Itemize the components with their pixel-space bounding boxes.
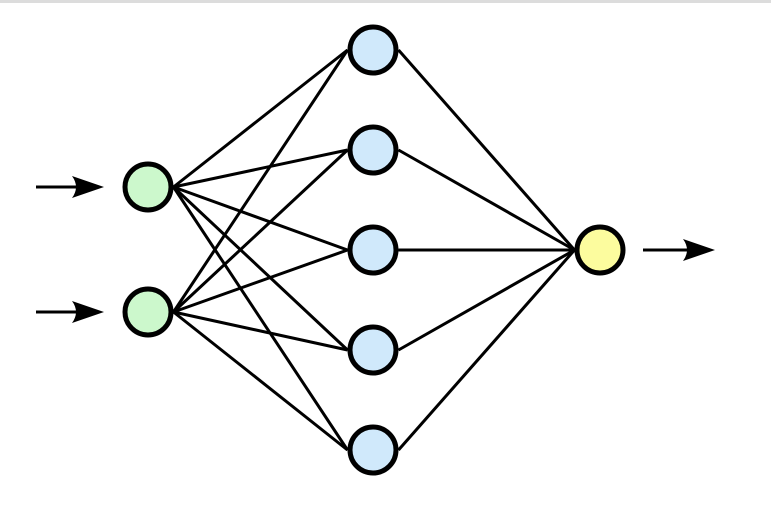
edge-hidden-5-to-output-1 [397, 249, 576, 451]
input-arrow-2-head-icon [72, 301, 104, 323]
edge-input-1-to-hidden-5 [172, 186, 349, 451]
hidden-node-4 [347, 324, 399, 376]
edge-input-2-to-hidden-4 [173, 310, 348, 352]
edge-input-1-to-hidden-4 [172, 185, 349, 352]
output-node-1 [574, 224, 626, 276]
input-node-1 [122, 161, 174, 213]
edge-hidden-1-to-output-1 [397, 49, 576, 251]
hidden-node-5 [347, 424, 399, 476]
edge-hidden-4-to-output-1 [397, 248, 576, 352]
edge-input-1-to-hidden-3 [172, 185, 349, 252]
edge-input-1-to-hidden-1 [172, 48, 349, 189]
edge-input-2-to-hidden-3 [172, 248, 349, 314]
top-border-line [0, 0, 771, 3]
hidden-node-2 [347, 124, 399, 176]
hidden-node-3 [347, 224, 399, 276]
input-arrow-1-head-icon [72, 176, 104, 198]
edge-hidden-2-to-output-1 [397, 148, 576, 252]
edge-input-2-to-hidden-5 [172, 310, 349, 452]
edge-input-1-to-hidden-2 [173, 148, 348, 189]
output-arrow-1-head-icon [683, 239, 715, 261]
hidden-node-1 [347, 24, 399, 76]
input-node-2 [122, 286, 174, 338]
edge-input-2-to-hidden-1 [172, 49, 349, 313]
edge-input-2-to-hidden-2 [172, 148, 349, 314]
